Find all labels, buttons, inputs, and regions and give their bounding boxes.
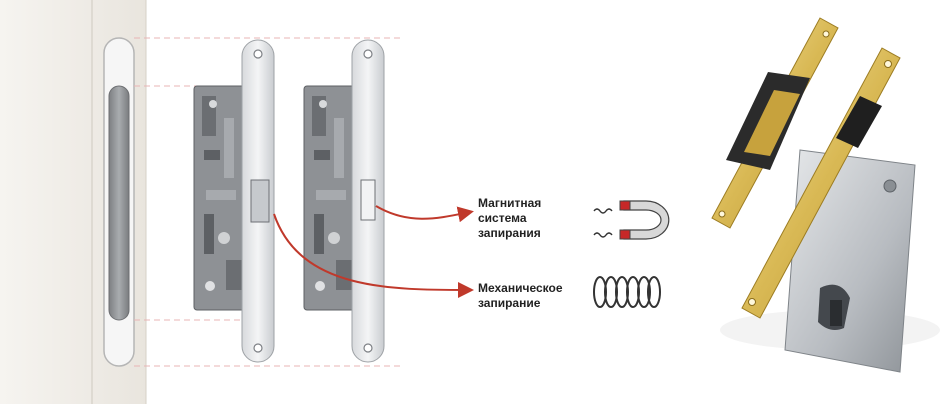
strike-plate bbox=[103, 37, 135, 367]
label-mechanical-line-2: запирание bbox=[478, 296, 541, 310]
label-mechanical-line-1: Механическое bbox=[478, 281, 563, 295]
magnet-icon bbox=[619, 200, 670, 240]
label-magnetic-line-1: Магнитная bbox=[478, 196, 542, 210]
label-mechanical-locking: Механическое запирание bbox=[478, 281, 563, 311]
label-magnetic-line-2: система bbox=[478, 211, 527, 225]
label-magnetic-line-3: запирания bbox=[478, 226, 541, 240]
lock-product-photo bbox=[711, 17, 940, 373]
lock-body-mechanical bbox=[303, 39, 385, 363]
label-magnetic-locking: Магнитная система запирания bbox=[478, 196, 541, 241]
wave-icon bbox=[593, 208, 613, 238]
arrow-mechanical bbox=[273, 213, 474, 298]
spring-icon bbox=[593, 276, 661, 308]
arrow-magnetic bbox=[375, 205, 474, 223]
lock-body-magnetic bbox=[193, 39, 275, 363]
